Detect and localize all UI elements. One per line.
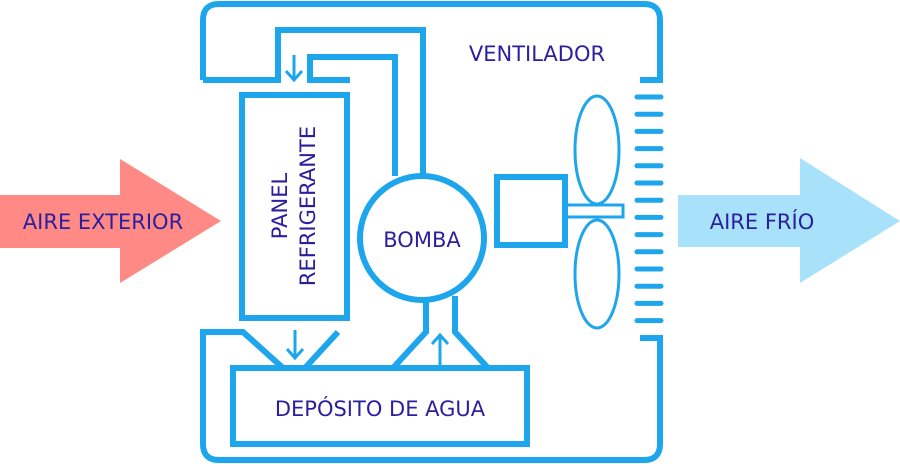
drip-arrow-top	[284, 55, 304, 83]
inlet-air-label: AIRE EXTERIOR	[23, 210, 183, 234]
housing-outline	[200, 1, 663, 83]
vent-grille	[634, 94, 664, 324]
tank-label: DEPÓSITO DE AGUA	[275, 396, 486, 421]
drip-arrow-bottom	[285, 330, 305, 361]
panel-label-line1: PANEL	[268, 173, 292, 240]
pump-intake	[390, 296, 491, 371]
outlet-air-arrow	[678, 158, 900, 283]
top-pipe-inner	[307, 54, 398, 176]
fan-blade-upper	[573, 94, 621, 206]
drip-funnel	[302, 329, 341, 371]
fan-motor	[494, 174, 568, 248]
housing-outline-bottom	[200, 329, 663, 463]
water-tank	[230, 365, 530, 447]
outlet-air-label: AIRE FRÍO	[710, 209, 815, 234]
pump-label: BOMBA	[383, 228, 461, 252]
top-pipe-outer	[203, 27, 426, 175]
fan-label: VENTILADOR	[469, 42, 605, 66]
cooling-panel	[239, 92, 350, 321]
panel-label-line2: REFRIGERANTE	[296, 126, 320, 286]
fan-shaft	[563, 203, 625, 219]
pump-circle	[357, 173, 487, 303]
fan-blade-lower	[573, 218, 621, 330]
pump-flow-arrow	[430, 332, 450, 368]
inlet-air-arrow	[0, 159, 221, 283]
